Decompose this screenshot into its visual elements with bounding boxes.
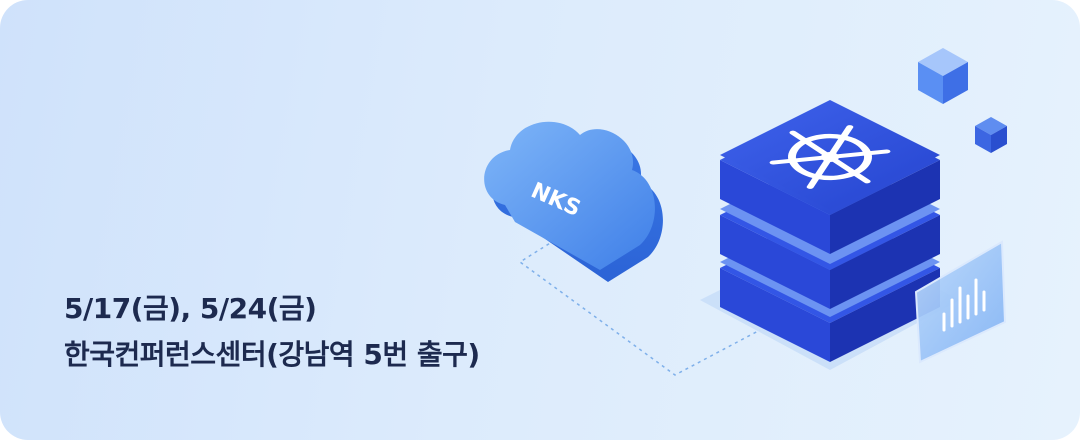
server-stack-icon bbox=[720, 100, 940, 362]
cube-large-icon bbox=[918, 48, 968, 104]
cube-small-icon bbox=[975, 117, 1007, 153]
monitor-panel-icon bbox=[914, 240, 1007, 364]
event-dates: 5/17(금), 5/24(금) bbox=[64, 292, 317, 325]
event-info: 5/17(금), 5/24(금) 한국컨퍼런스센터(강남역 5번 출구) bbox=[64, 286, 480, 378]
cloud-icon: NKS bbox=[484, 121, 663, 282]
connection-line bbox=[518, 239, 761, 376]
event-venue: 한국컨퍼런스센터(강남역 5번 출구) bbox=[64, 338, 480, 371]
kubernetes-helm-icon bbox=[769, 125, 891, 189]
bar-chart-icon bbox=[942, 278, 986, 332]
